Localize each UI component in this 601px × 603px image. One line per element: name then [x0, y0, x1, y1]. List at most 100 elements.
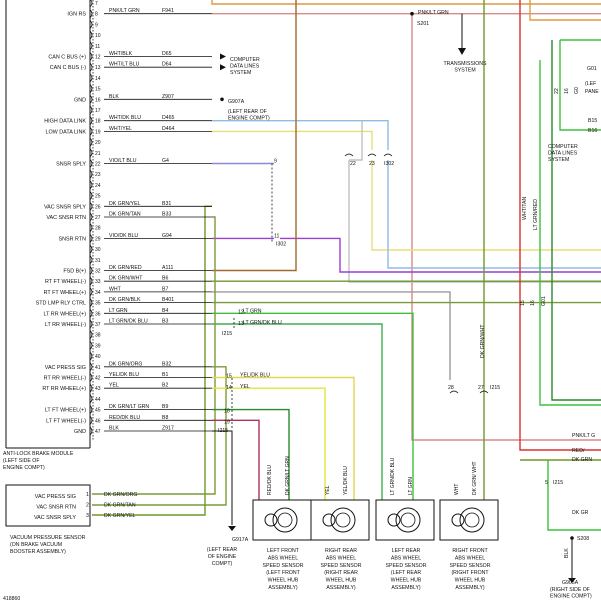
pin-number: 31 [95, 258, 101, 264]
vertical-wire-label: DK GRN/WHT [480, 324, 486, 358]
pin-label: CAN C BUS (+) [48, 55, 86, 61]
pin-number: 25 [95, 194, 101, 200]
pin-wire-color: DK GRN/YEL [109, 201, 141, 207]
computer-data-lines-label: COMPUTER [230, 57, 260, 63]
connector-pin: 28 [448, 385, 454, 391]
connector-pin: 9 [274, 159, 277, 165]
wire-vio-right [280, 237, 601, 273]
module-title: ENGINE COMPT) [3, 465, 45, 471]
pin-label: VAC SNSR SPLY [44, 204, 86, 210]
sensor-wire-label: YEL [325, 485, 331, 495]
sensor-inner [464, 512, 480, 528]
pin-label: CAN C BUS (-) [50, 65, 86, 71]
pin-circuit: B31 [162, 201, 171, 207]
pin-bracket [89, 20, 93, 29]
pin-number: 15 [95, 87, 101, 93]
right-b-label: B16 [588, 128, 597, 134]
pin-number: 23 [95, 172, 101, 178]
pin-bracket [89, 330, 93, 339]
g907a-location: (LEFT REAR OF [228, 109, 267, 115]
vac-sensor-box [5, 484, 91, 527]
pin-number: 38 [95, 333, 101, 339]
pin-number: 8 [95, 12, 98, 18]
pin-wire-color: DK GRN/TAN [109, 212, 141, 218]
g917a-location: OF ENGINE [208, 554, 237, 560]
sensor-title: RIGHT REAR [325, 548, 357, 554]
pin-label: GND [74, 97, 86, 103]
pin-label: RT FT WHEEL(-) [45, 279, 86, 285]
pin-number: 17 [95, 108, 101, 114]
vertical-wire-label: WHT/TAN [522, 197, 528, 220]
wire-green-panel [559, 40, 601, 131]
pin-bracket [89, 351, 93, 361]
pin-bracket [89, 137, 93, 147]
wheel-sensor-box [375, 499, 435, 541]
sensor-coil [387, 513, 401, 527]
wire-orange-right [529, 0, 601, 21]
pin-circuit: G94 [162, 233, 172, 239]
right-connector: 5 [545, 480, 548, 486]
pin-circuit: B3 [162, 319, 168, 325]
connector-pin: 27 [478, 385, 484, 391]
sensor-ring [330, 507, 356, 533]
right-computer-label: SYSTEM [548, 157, 569, 163]
g917a-ground [228, 526, 236, 531]
right-label: (LEF [585, 81, 596, 87]
module-title: ANTI-LOCK BRAKE MODULE [3, 451, 74, 457]
sensor-title: SPEED SENSOR [263, 563, 304, 569]
pin-circuit: D65 [162, 51, 172, 57]
i302-break [383, 153, 393, 157]
s201-dot [410, 11, 414, 16]
transmissions-label: TRANSMISSIONS [444, 61, 487, 67]
right-computer-label: DATA LINES [548, 151, 578, 157]
pin-bracket [89, 244, 93, 254]
pin-bracket [89, 62, 93, 72]
pin-wire-color: PNK/LT GRN [109, 8, 140, 14]
pin-circuit: B8 [162, 415, 168, 421]
pin-bracket [89, 383, 93, 393]
pin-circuit: B2 [162, 383, 168, 389]
g907a-label: G907A [228, 99, 245, 105]
g905a-label: G905A [562, 580, 579, 586]
right-label: PANE [585, 89, 599, 95]
right-wire-label: DK GRN [572, 457, 592, 463]
connector-id: I302 [276, 241, 286, 247]
pin-bracket [89, 405, 93, 414]
pin-label: IGN RS [67, 12, 86, 18]
pin-circuit: A111 [162, 265, 173, 271]
vac-pin-label: VAC PRESS SIG [35, 494, 76, 500]
pin-wire-color: BLK [109, 94, 119, 100]
sensor-coil [451, 513, 465, 527]
wire-pin41 [92, 366, 227, 506]
pin-number: 45 [95, 408, 101, 414]
sensor-title: ASSEMBLY) [268, 585, 298, 591]
blk-wire-label: BLK [564, 548, 570, 558]
wire-pin43 [212, 387, 326, 500]
pin-wire-color: DK GRN/BLK [109, 297, 141, 303]
vac-wire-label: DK GRN/ORG [104, 492, 137, 498]
pin-label: FSD B(+) [63, 269, 86, 275]
vac-pin-number: 3 [86, 513, 89, 519]
wire-pin32 [212, 0, 297, 272]
pin-number: 20 [95, 140, 101, 146]
pin-number: 19 [95, 129, 101, 135]
right-computer-label: COMPUTER [548, 144, 578, 150]
pin-bracket [89, 0, 93, 8]
sensor-title: WHEEL HUB [391, 578, 422, 584]
pin-number: 18 [95, 119, 101, 125]
wire-ylw-right [371, 160, 601, 251]
right-connector: G0 [574, 87, 580, 94]
connector-id: G01 [541, 296, 547, 306]
vertical-wire-label: LT GRN/RED [533, 199, 539, 230]
wire-pin42 [212, 376, 355, 500]
sensor-title: (LEFT FRONT [266, 570, 300, 576]
trans-arrow [458, 48, 466, 55]
pin-bracket [89, 191, 93, 200]
wire-label: YEL/DK BLU [240, 373, 270, 379]
pin-number: 13 [95, 65, 101, 71]
connector-pin: 23 [369, 161, 375, 167]
pin-label: HIGH DATA LINK [44, 119, 86, 125]
pin-bracket [89, 30, 93, 40]
pin-number: 14 [95, 76, 101, 82]
